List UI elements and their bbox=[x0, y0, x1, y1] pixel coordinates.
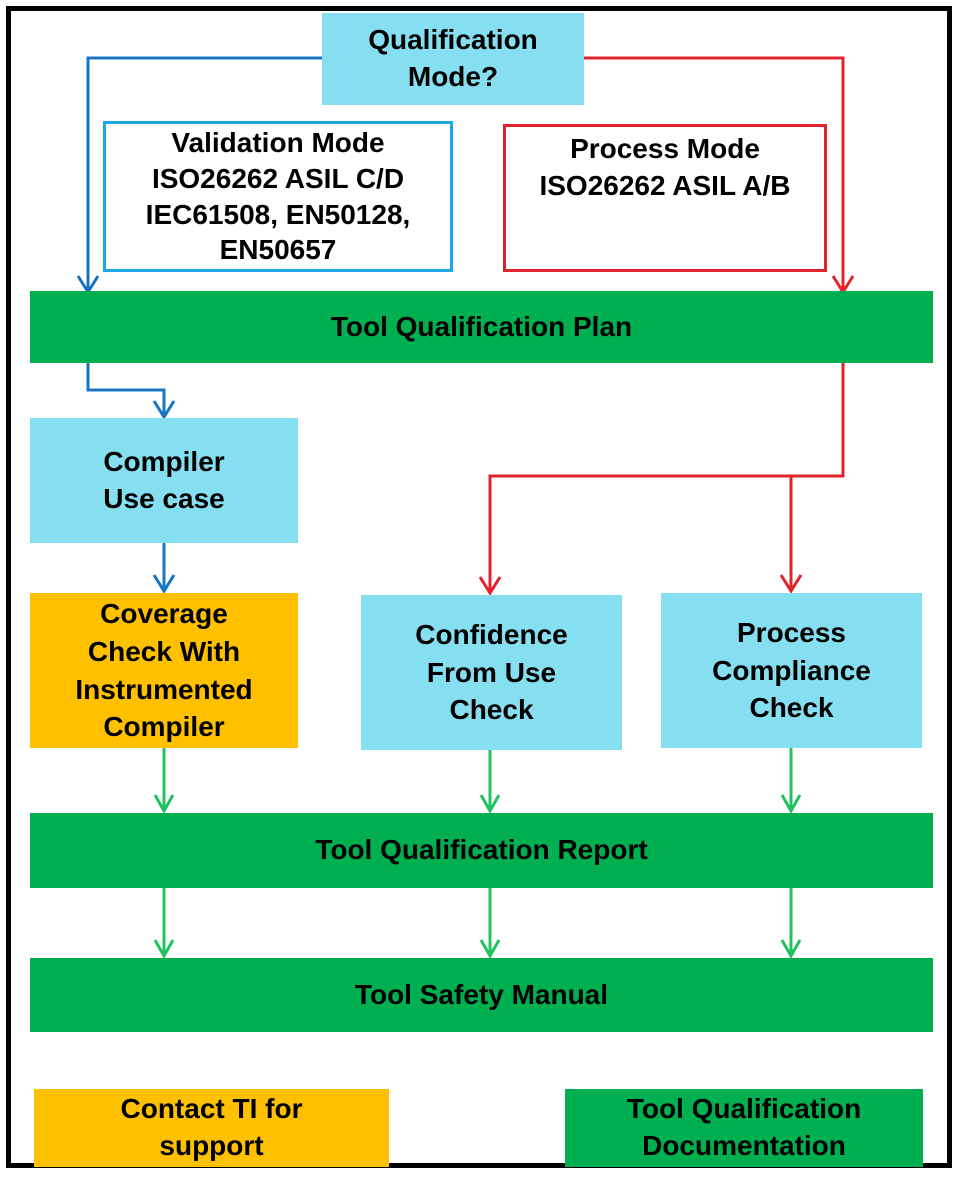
green-arrowhead-manual-1 bbox=[153, 939, 175, 960]
coverage-check-line-1: Coverage bbox=[100, 598, 228, 630]
process-mode-box: Process Mode ISO26262 ASIL A/B bbox=[503, 124, 827, 272]
tool-safety-manual-bar: Tool Safety Manual bbox=[30, 958, 933, 1032]
legend-documentation-line-2: Documentation bbox=[642, 1130, 846, 1161]
tool-qualification-plan-bar: Tool Qualification Plan bbox=[30, 291, 933, 363]
blue-arrowhead-compiler bbox=[152, 400, 176, 420]
legend-documentation: Tool Qualification Documentation bbox=[565, 1089, 923, 1167]
confidence-check-line-1: Confidence bbox=[415, 619, 568, 651]
compiler-use-case-line-1: Compiler bbox=[103, 445, 225, 477]
tool-qualification-report-label: Tool Qualification Report bbox=[315, 834, 648, 866]
green-arrowhead-manual-3 bbox=[780, 939, 802, 960]
validation-mode-line-2: ISO26262 ASIL C/D bbox=[151, 162, 405, 194]
validation-mode-line-4: EN50657 bbox=[219, 234, 337, 266]
tool-qualification-report-bar: Tool Qualification Report bbox=[30, 813, 933, 888]
green-arrowhead-report-3 bbox=[780, 794, 802, 815]
red-arrowhead-confidence bbox=[478, 576, 502, 596]
process-compliance-line-2: Compliance bbox=[712, 654, 871, 686]
legend-documentation-line-1: Tool Qualification bbox=[626, 1093, 862, 1125]
green-arrowhead-manual-2 bbox=[479, 939, 501, 960]
confidence-check-line-2: From Use bbox=[426, 656, 557, 688]
legend-contact-ti-line-2: support bbox=[159, 1130, 264, 1161]
compiler-use-case-line-2: Use case bbox=[103, 482, 225, 514]
confidence-check-box: Confidence From Use Check bbox=[361, 595, 622, 750]
coverage-check-box: Coverage Check With Instrumented Compile… bbox=[30, 593, 298, 748]
tool-safety-manual-label: Tool Safety Manual bbox=[354, 978, 609, 1010]
confidence-check-line-3: Check bbox=[449, 694, 534, 726]
qualification-mode-line-2: Mode? bbox=[407, 61, 499, 92]
process-mode-line-2: ISO26262 ASIL A/B bbox=[539, 169, 791, 201]
validation-mode-box: Validation Mode ISO26262 ASIL C/D IEC615… bbox=[103, 121, 453, 272]
coverage-check-line-4: Compiler bbox=[103, 711, 225, 743]
process-compliance-line-1: Process bbox=[737, 617, 846, 649]
process-compliance-line-3: Check bbox=[749, 692, 834, 724]
green-arrowhead-report-2 bbox=[479, 794, 501, 815]
blue-connector-plan-to-compiler bbox=[86, 363, 166, 415]
blue-arrowhead-coverage bbox=[152, 574, 176, 594]
blue-connector-mode-to-plan bbox=[86, 56, 322, 290]
legend-contact-ti: Contact TI for support bbox=[34, 1089, 389, 1167]
tool-qualification-plan-label: Tool Qualification Plan bbox=[330, 310, 633, 342]
qualification-mode-box: Qualification Mode? bbox=[322, 13, 584, 105]
qualification-mode-line-1: Qualification bbox=[368, 24, 538, 56]
legend-contact-ti-line-1: Contact TI for bbox=[120, 1093, 303, 1125]
red-connector-plan-to-split bbox=[488, 363, 845, 592]
process-compliance-check-box: Process Compliance Check bbox=[661, 593, 922, 748]
validation-mode-line-3: IEC61508, EN50128, bbox=[145, 198, 411, 230]
green-arrowhead-report-1 bbox=[153, 794, 175, 815]
process-mode-line-1: Process Mode bbox=[570, 133, 760, 164]
validation-mode-line-1: Validation Mode bbox=[171, 126, 385, 158]
coverage-check-line-3: Instrumented bbox=[75, 673, 253, 705]
red-connector-mode-to-plan bbox=[584, 56, 845, 290]
coverage-check-line-2: Check With bbox=[87, 635, 241, 667]
compiler-use-case-box: Compiler Use case bbox=[30, 418, 298, 543]
red-arrowhead-compliance bbox=[779, 574, 803, 594]
